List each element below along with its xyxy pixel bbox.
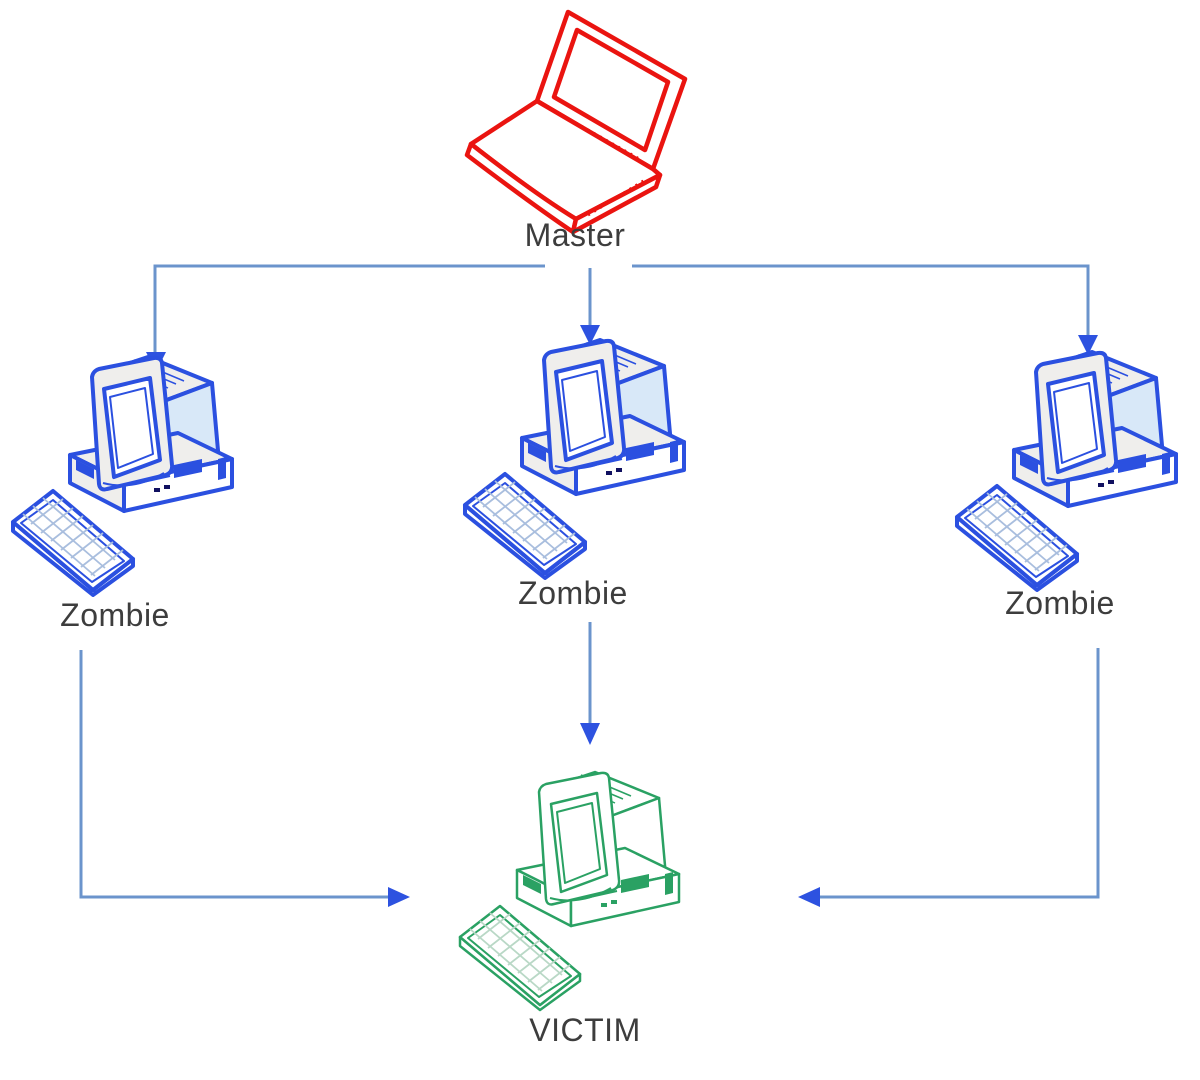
zombie-center-pc-icon [460, 338, 700, 588]
edge-master-to-zombie-left [153, 264, 545, 352]
master-laptop-icon [455, 2, 705, 242]
zombie-center-label: Zombie [518, 575, 628, 611]
master-label: Master [524, 217, 626, 253]
edge-master-to-zombie-right [632, 264, 1090, 337]
arrowhead-down-icon [580, 723, 600, 745]
zombie-right-pc-icon [952, 350, 1192, 600]
arrowhead-left-icon [798, 887, 820, 907]
victim-label: VICTIM [529, 1012, 641, 1048]
zombie-left-label: Zombie [60, 597, 170, 633]
zombie-right-label: Zombie [1005, 585, 1115, 621]
edge-zombie-left-to-victim [79, 650, 388, 899]
arrowhead-right-icon [388, 887, 410, 907]
victim-pc-icon [455, 770, 695, 1020]
zombie-left-pc-icon [8, 355, 248, 605]
edge-zombie-right-to-victim [820, 648, 1100, 899]
arrowhead-down-icon [580, 325, 600, 345]
arrowhead-down-icon [1078, 335, 1098, 355]
